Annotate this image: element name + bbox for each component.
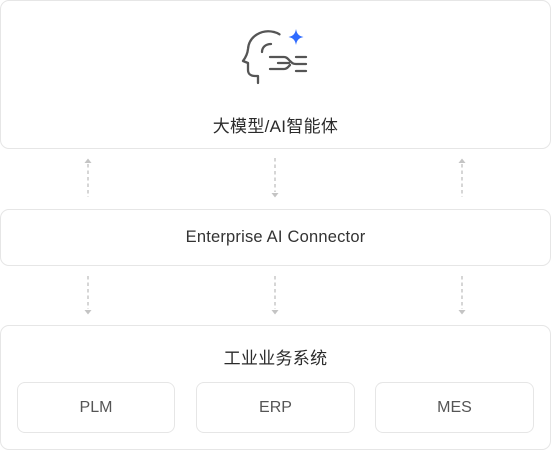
connector-title: Enterprise AI Connector (185, 228, 366, 246)
business-systems-title: 工业业务系统 (223, 349, 328, 368)
arrow-down-center-lower (271, 276, 279, 315)
connector-layer: Enterprise AI Connector (0, 209, 551, 266)
arrow-down-center (271, 158, 279, 198)
ai-model-title: 大模型/AI智能体 (212, 117, 339, 136)
system-plm: PLM (17, 382, 175, 433)
arrow-down-right (458, 276, 466, 315)
system-mes-label: MES (437, 398, 472, 416)
arrow-down-left (84, 276, 92, 315)
arrow-up-right (458, 158, 466, 197)
system-plm-label: PLM (79, 398, 113, 416)
ai-head-sparkle-icon (241, 29, 308, 85)
system-erp: ERP (196, 382, 355, 433)
ai-model-layer: 大模型/AI智能体 (0, 0, 551, 149)
arrow-up-left (84, 158, 92, 197)
sparkle-icon (288, 29, 304, 45)
system-erp-label: ERP (259, 398, 292, 416)
system-mes: MES (375, 382, 534, 433)
